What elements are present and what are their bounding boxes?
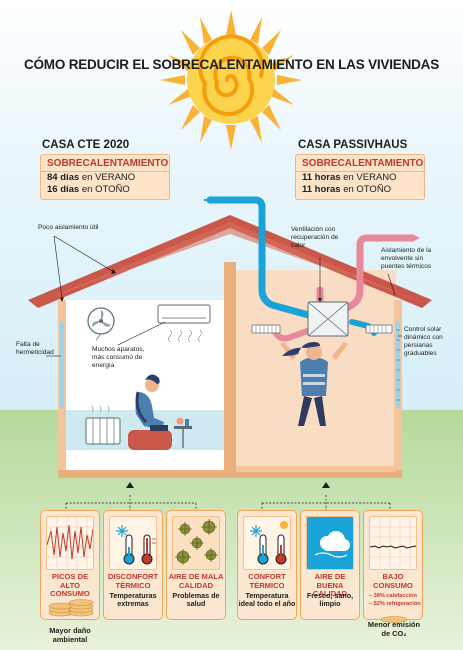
left-summer-line: 84 días en VERANO xyxy=(41,172,169,184)
page-title: CÓMO REDUCIR EL SOBRECALENTAMIENTO EN LA… xyxy=(23,57,440,72)
note-appliances: Muchos aparatos, más consumo de energía xyxy=(92,346,145,369)
ventilation-unit-icon xyxy=(307,301,349,337)
radiator-icon xyxy=(85,405,121,445)
right-autumn-label: en OTOÑO xyxy=(343,184,392,195)
sun-icon xyxy=(160,10,302,150)
card-good-air-quality: AIRE DE BUENA CALIDAD Fresco, sano, limp… xyxy=(300,510,360,620)
poor-air-graphic xyxy=(172,516,220,570)
right-autumn-value: 11 horas xyxy=(302,184,341,195)
thermometer-icon xyxy=(123,534,153,565)
note-envelope: Aislamiento de la envolvente sin puentes… xyxy=(381,247,432,270)
right-footer-line2: de CO₂ xyxy=(381,629,407,638)
left-footer: Mayor daño ambiental xyxy=(49,626,91,644)
card-low-consumption-cooling: – 52% refrigeración xyxy=(369,601,421,607)
card-thermal-comfort-title: CONFORT TÉRMICO xyxy=(248,572,286,590)
right-house-title: CASA PASSIVHAUS xyxy=(298,139,408,151)
good-air-graphic xyxy=(306,516,354,570)
sitting-person-figure xyxy=(128,374,172,450)
right-summer-value: 11 horas xyxy=(302,172,341,183)
card-thermal-comfort-subtitle: Temperatura ideal todo el año xyxy=(238,591,296,609)
card-low-consumption: BAJO CONSUMO – 38% calefacción – 52% ref… xyxy=(363,510,423,623)
card-poor-air-quality: AIRE DE MALA CALIDAD Problemas de salud xyxy=(166,510,226,620)
happy-person-figure xyxy=(280,342,348,426)
card-good-air-title: AIRE DE BUENA CALIDAD xyxy=(312,572,348,599)
note-solar-control: Control solar dinámico con persianas gra… xyxy=(404,326,443,357)
card-peak-consumption-title: PICOS DE ALTO CONSUMO xyxy=(50,572,90,599)
coins-icon xyxy=(47,599,95,617)
thermal-discomfort-graphic xyxy=(109,516,157,570)
left-autumn-value: 16 días xyxy=(47,184,80,195)
card-thermal-discomfort-subtitle: Temperaturas extremas xyxy=(109,591,157,609)
left-overheating-box: SOBRECALENTAMIENTO 84 días en VERANO 16 … xyxy=(40,154,170,200)
right-summer-line: 11 horas en VERANO xyxy=(296,172,424,184)
card-good-air-subtitle: Fresco, sano, limpio xyxy=(306,591,354,609)
card-thermal-discomfort: DISCONFORT TÉRMICO Temperaturas extremas xyxy=(103,510,163,620)
left-overheating-header: SOBRECALENTAMIENTO xyxy=(41,155,169,172)
right-footer-line1: Menor emisión xyxy=(367,620,421,629)
left-house-title: CASA CTE 2020 xyxy=(42,139,130,151)
card-poor-air-subtitle: Problemas de salud xyxy=(172,591,220,609)
side-table xyxy=(174,417,192,448)
low-consumption-graphic xyxy=(369,516,417,570)
note-insulation: Poco aislamiento útil xyxy=(38,224,99,231)
thermal-comfort-graphic xyxy=(243,516,291,570)
consumption-peaks-graphic xyxy=(46,516,94,570)
right-overheating-box: SOBRECALENTAMIENTO 11 horas en VERANO 11… xyxy=(295,154,425,200)
card-thermal-comfort: CONFORT TÉRMICO Temperatura ideal todo e… xyxy=(237,510,297,620)
note-ventilation: Ventilación con recuperación de calor xyxy=(291,226,339,249)
card-thermal-discomfort-title: DISCONFORT TÉRMICO xyxy=(107,572,159,590)
card-low-consumption-title: BAJO CONSUMO xyxy=(373,572,413,590)
right-summer-label: en VERANO xyxy=(343,172,397,183)
right-overheating-header: SOBRECALENTAMIENTO xyxy=(296,155,424,172)
note-airtightness: Falta de hermeticidad xyxy=(16,341,54,356)
right-footer: Menor emisión de CO₂ xyxy=(358,620,430,638)
right-autumn-line: 11 horas en OTOÑO xyxy=(296,184,424,196)
card-low-consumption-heating: – 38% calefacción xyxy=(369,593,417,599)
left-summer-value: 84 días xyxy=(47,172,80,183)
card-poor-air-title: AIRE DE MALA CALIDAD xyxy=(168,572,224,590)
cloud-icon xyxy=(320,531,350,551)
coins-icon xyxy=(378,610,410,623)
fan-icon xyxy=(87,307,115,335)
left-autumn-line: 16 días en OTOÑO xyxy=(41,184,169,196)
card-peak-consumption: PICOS DE ALTO CONSUMO xyxy=(40,510,100,620)
snowflake-icon xyxy=(116,525,128,537)
air-conditioner-icon xyxy=(157,304,211,343)
left-summer-label: en VERANO xyxy=(81,172,136,183)
left-autumn-label: en OTOÑO xyxy=(81,184,130,195)
